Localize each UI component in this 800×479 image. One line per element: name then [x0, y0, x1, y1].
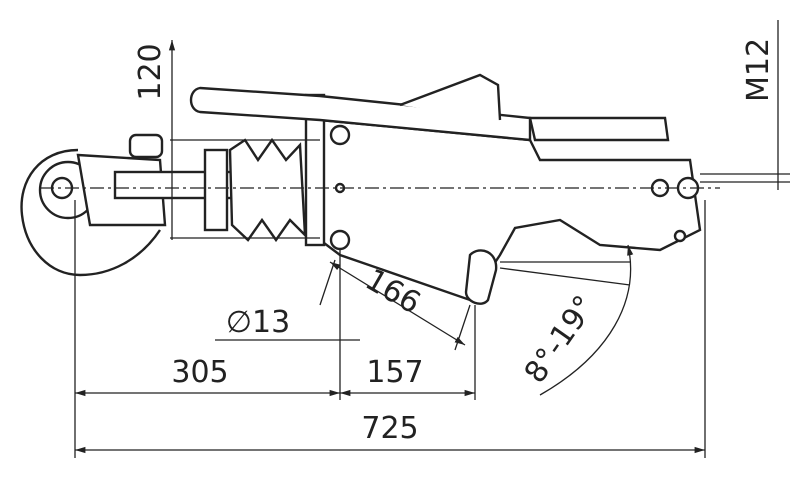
bellows-collar — [203, 148, 229, 232]
handbrake-lever — [189, 86, 532, 142]
bellows — [228, 137, 307, 243]
dim-bolt-diameter: ∅13 — [226, 305, 290, 340]
dim-height-top: 120 — [133, 43, 168, 100]
dim-overall-length: 725 — [361, 411, 418, 446]
dim-lever-angle: 8°-19° — [518, 289, 603, 389]
dim-thread: M12 — [741, 38, 776, 102]
coupling-body — [20, 73, 720, 305]
rear-small-hole — [673, 229, 687, 243]
lever-rear-plate — [528, 116, 670, 142]
mount-bolt-upper — [329, 124, 351, 146]
lever-pivot-bracket — [464, 249, 498, 305]
dim-front-to-mount: 305 — [171, 355, 228, 390]
extension-lines — [74, 139, 790, 458]
lever-bracket-top — [399, 73, 502, 121]
dim-mount-spacing: 157 — [366, 355, 423, 390]
mount-bolt-lower — [329, 229, 351, 251]
dim-line-166 — [329, 261, 466, 346]
safety-indicator — [128, 133, 164, 159]
dim-arc-angle — [539, 244, 634, 396]
